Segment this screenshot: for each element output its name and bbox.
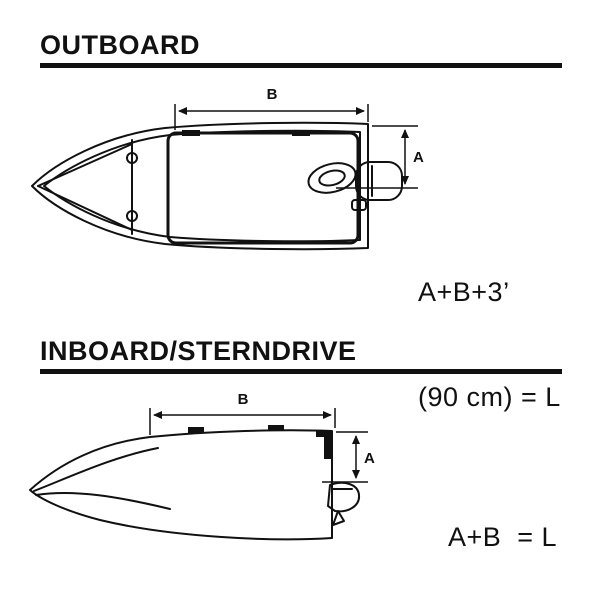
dimension-b: B [174,86,369,130]
cockpit-outline [166,131,360,245]
outboard-formula-line-1: A+B+3’ [418,277,510,307]
inboard-formula: A+B = L [448,522,558,552]
dimension-a-inboard: A [322,431,375,483]
dim-a-label-inboard: A [364,450,375,467]
stern-bracket [316,430,332,459]
dim-a-label: A [413,149,424,166]
outboard-section-title: OUTBOARD [40,30,200,60]
inboard-section-divider [40,369,562,374]
sterndrive-unit [327,481,361,526]
outboard-motor [307,161,403,211]
deck-fitting [182,130,200,136]
dimension-a: A [336,125,424,189]
inboard-hull-side-view [29,425,333,541]
dimension-b-inboard: B [149,391,336,435]
outboard-boat-diagram: B A [31,86,424,251]
deck-fitting [188,427,204,433]
inboard-section-title: INBOARD/STERNDRIVE [40,336,357,366]
inboard-boat-diagram: B A [29,391,375,541]
dim-b-label: B [267,86,278,103]
deck-fitting [268,425,284,431]
outboard-section-divider [40,63,562,68]
outboard-formula: A+B+3’ (90 cm) = L [418,205,561,485]
outboard-formula-line-2: (90 cm) = L [418,382,561,412]
dim-b-label-inboard: B [238,391,249,408]
deck-fitting [292,130,310,136]
outboard-hull-top-view [31,121,369,251]
